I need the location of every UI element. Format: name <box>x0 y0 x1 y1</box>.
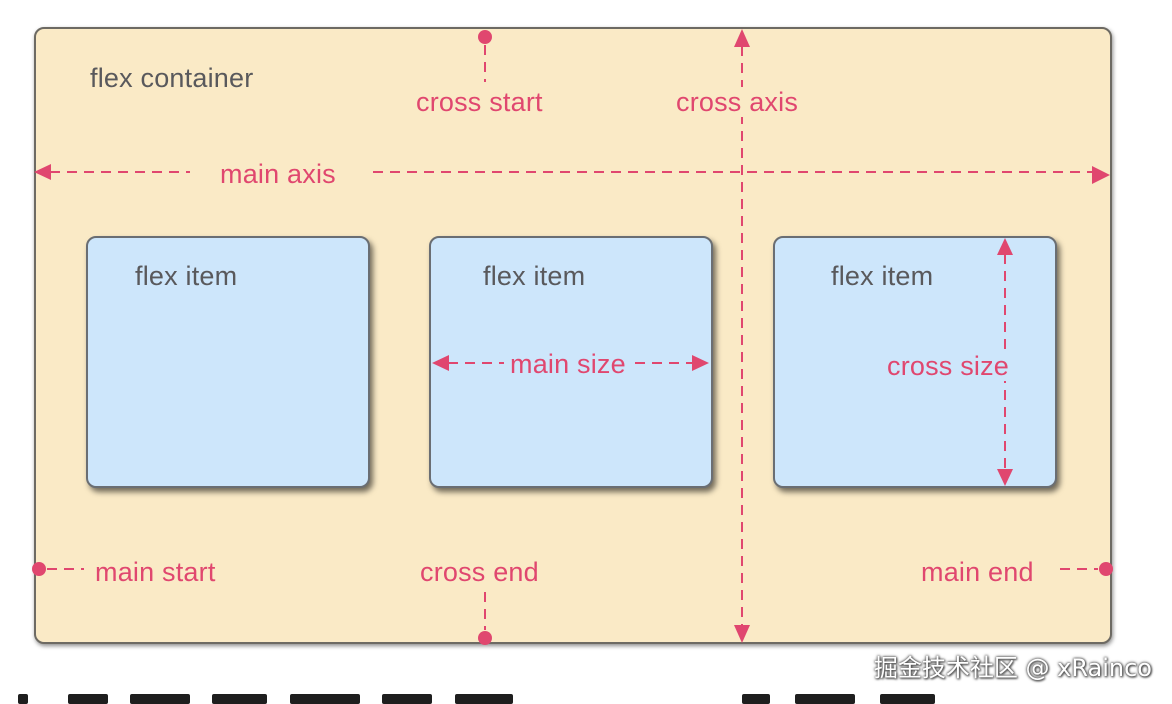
main-axis-label: main axis <box>190 159 366 189</box>
main-end-marker <box>1060 562 1113 576</box>
cross-axis-label: cross axis <box>670 87 805 117</box>
watermark-text: 掘金技术社区 @ xRainco <box>873 654 1152 682</box>
cross-size-label: cross size <box>881 351 1016 381</box>
cross-start-marker <box>478 30 492 82</box>
cross-end-label: cross end <box>420 557 539 587</box>
flex-container-label: flex container <box>90 63 254 93</box>
cross-axis-arrow <box>734 29 750 643</box>
main-size-label: main size <box>504 349 632 379</box>
flex-item-label-2: flex item <box>483 261 586 291</box>
main-end-label: main end <box>921 557 1034 587</box>
main-start-label: main start <box>95 557 216 587</box>
cropped-text-line <box>0 690 1172 704</box>
cross-start-label: cross start <box>416 87 543 117</box>
flex-item-label-3: flex item <box>831 261 934 291</box>
cross-end-marker <box>478 592 492 645</box>
main-start-marker <box>32 562 84 576</box>
flex-item-box-1 <box>86 236 370 488</box>
flex-item-label-1: flex item <box>135 261 238 291</box>
